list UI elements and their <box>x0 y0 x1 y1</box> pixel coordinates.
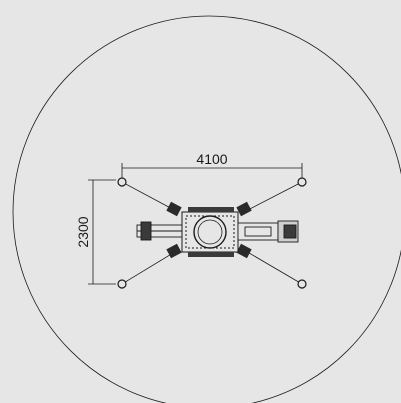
outrigger-pads <box>117 177 307 289</box>
outrigger-beams <box>121 181 303 285</box>
outrigger-pad-rear-right <box>297 279 307 289</box>
working-radius-circle <box>12 15 401 403</box>
length-dimension <box>88 179 116 285</box>
chassis <box>181 211 239 253</box>
width-dimension <box>121 163 303 178</box>
outrigger-pad-front-left <box>117 177 127 187</box>
outrigger-pad-front-right <box>297 177 307 187</box>
turntable <box>193 215 227 249</box>
rear-module <box>237 220 299 243</box>
boom <box>136 221 188 241</box>
outrigger-cylinders <box>166 201 252 259</box>
length-dimension-label: 2300 <box>75 216 91 247</box>
width-dimension-label: 4100 <box>196 151 227 167</box>
tracks <box>188 207 234 257</box>
outrigger-pad-rear-left <box>117 279 127 289</box>
